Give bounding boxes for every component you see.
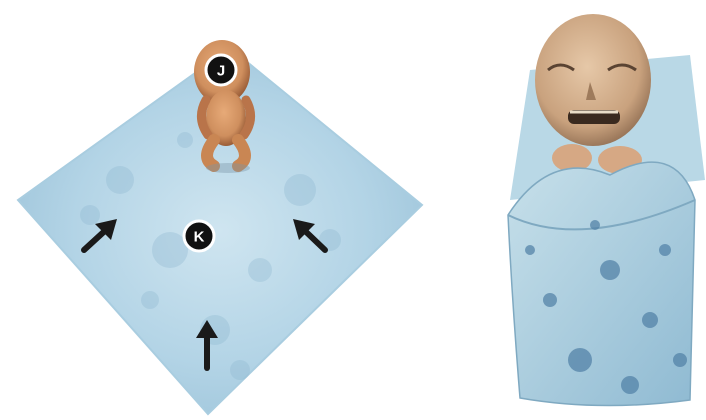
callout-k-label: K <box>194 229 205 246</box>
blue-wrap-cloth <box>508 162 695 405</box>
callout-j-label: J <box>217 63 225 80</box>
unwrapped-figure-photo: J K <box>0 0 430 420</box>
callout-j: J <box>206 55 236 85</box>
mummy-head <box>535 14 651 146</box>
callout-k: K <box>184 221 214 251</box>
wrapped-figure-illustration <box>490 0 706 420</box>
unwrapped-figure-illustration: J K <box>0 0 430 420</box>
wrapped-figure-photo <box>490 0 706 420</box>
